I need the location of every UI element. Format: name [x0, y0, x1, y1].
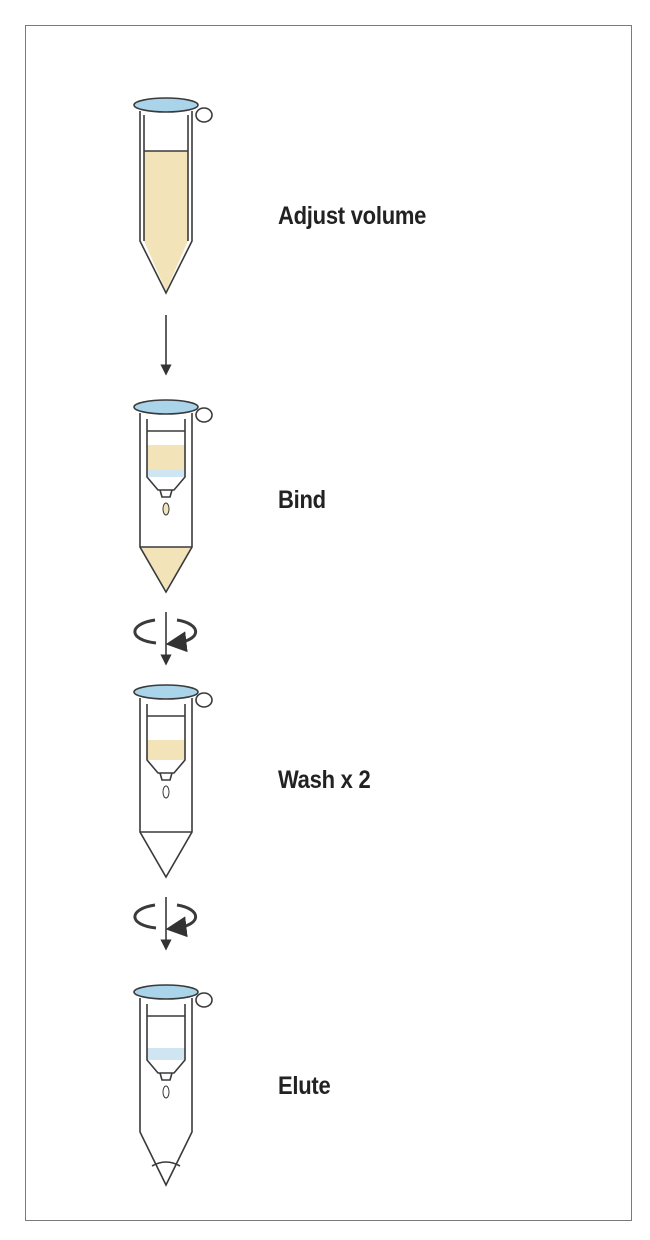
- step-label-adjust-volume: Adjust volume: [278, 202, 427, 230]
- cap-icon: [133, 97, 199, 113]
- diagram-frame: [25, 25, 632, 1221]
- centrifuge-spin-icon: [133, 897, 197, 951]
- step-label-elute: Elute: [278, 1072, 331, 1100]
- tube-elute: [133, 984, 213, 1187]
- centrifuge-spin-icon: [133, 612, 197, 666]
- step-label-wash: Wash x 2: [278, 766, 371, 794]
- tube-wash: [133, 684, 213, 879]
- step-label-bind: Bind: [278, 486, 326, 514]
- tube-adjust-volume: [133, 97, 213, 295]
- tube-bind: [133, 399, 213, 594]
